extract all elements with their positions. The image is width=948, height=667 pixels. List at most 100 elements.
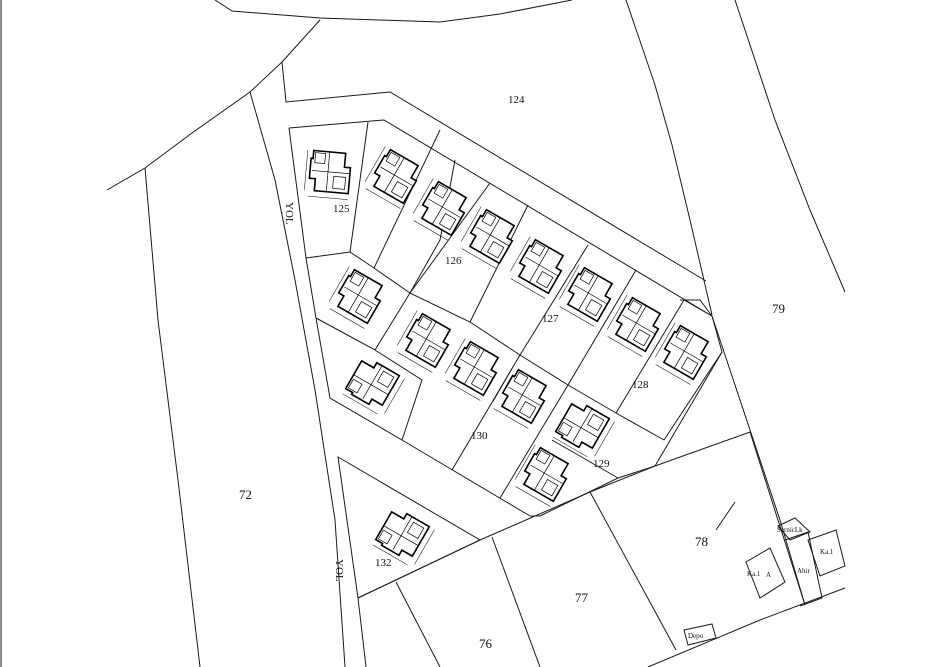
parcel-label-127: 127: [542, 313, 559, 325]
building-detail: [622, 314, 656, 335]
building-footprint: [654, 322, 710, 385]
building-detail: [390, 180, 409, 199]
southern-boundary: [357, 431, 806, 606]
building-footprint: [460, 206, 516, 269]
building-detail: [329, 308, 365, 329]
block-east-boundary: [530, 315, 723, 517]
building-detail: [515, 486, 551, 507]
building-detail: [554, 402, 611, 450]
building-detail: [328, 266, 350, 302]
building-detail: [476, 226, 510, 247]
parcel-label-78: 78: [695, 534, 708, 549]
building-detail: [510, 278, 546, 299]
building-footprint: [514, 444, 570, 507]
building-detail: [535, 270, 554, 289]
building-footprint: [412, 178, 468, 241]
building-detail: [397, 352, 433, 373]
building-detail: [572, 408, 593, 442]
building-detail: [344, 286, 378, 307]
ka1-right-label: Ka.1: [820, 548, 834, 556]
building-footprint: [328, 266, 384, 329]
parcel-79-east-boundary: [734, 0, 846, 293]
plot-line: [615, 299, 685, 414]
building-detail: [508, 386, 542, 407]
building-detail: [566, 266, 614, 323]
parcel-label-126: 126: [445, 255, 462, 267]
building-detail: [314, 152, 326, 164]
road-label-upper: YOL: [283, 202, 295, 225]
building-detail: [312, 170, 350, 175]
building-footprint: [304, 149, 352, 200]
building-footprint: [444, 338, 500, 401]
ka1-left-structure: [745, 547, 786, 599]
building-detail: [513, 371, 529, 387]
building-footprints: [304, 146, 710, 566]
plot-line: [567, 269, 637, 386]
building-detail: [530, 464, 564, 485]
parcel-label-130: 130: [471, 430, 488, 442]
building-detail: [380, 166, 414, 187]
building-detail: [374, 510, 431, 558]
building-footprint: [342, 359, 405, 415]
parcel-78-east-boundary: [711, 315, 806, 606]
parcel-124-boundary: [281, 61, 707, 282]
building-detail: [342, 393, 378, 415]
building-detail: [344, 359, 401, 407]
parcel-77-boundary: [491, 536, 541, 667]
building-detail: [354, 300, 373, 319]
building-detail: [385, 151, 401, 167]
building-detail: [392, 516, 413, 550]
building-detail: [500, 368, 548, 425]
building-detail: [433, 183, 449, 199]
building-detail: [535, 449, 551, 465]
building-detail: [414, 529, 435, 565]
sarniclk-label: SarnicLk: [777, 526, 803, 534]
plot-line: [551, 439, 619, 479]
parcel-77-east-boundary: [589, 491, 677, 651]
building-footprint: [372, 510, 435, 566]
building-detail: [655, 364, 691, 385]
building-detail: [438, 212, 457, 231]
plot-line: [315, 292, 665, 441]
building-detail: [465, 343, 481, 359]
ka1-left-letter: A: [766, 571, 771, 579]
building-detail: [481, 211, 497, 227]
building-footprint: [606, 294, 662, 357]
building-detail: [662, 324, 710, 381]
sarniclk-structure: [777, 517, 811, 541]
parcel-label-132: 132: [375, 557, 392, 569]
building-detail: [509, 236, 531, 272]
building-detail: [377, 529, 393, 545]
parcel-label-72: 72: [239, 487, 252, 502]
building-detail: [675, 327, 691, 343]
building-footprint: [552, 402, 615, 458]
building-detail: [384, 378, 405, 414]
building-footprint: [492, 366, 548, 429]
building-detail: [422, 344, 441, 363]
building-detail: [586, 413, 605, 432]
plot-line: [519, 244, 589, 356]
building-detail: [376, 370, 395, 389]
ka1-right-structure: [807, 529, 846, 577]
parcel-label-128: 128: [632, 379, 649, 391]
building-detail: [627, 299, 643, 315]
building-detail: [468, 208, 516, 265]
building-detail: [428, 198, 462, 219]
building-detail: [372, 148, 420, 205]
plot-line: [409, 182, 491, 294]
building-detail: [654, 322, 676, 358]
building-detail: [525, 256, 559, 277]
parcel-label-76: 76: [479, 636, 493, 651]
building-detail: [514, 444, 536, 480]
building-detail: [304, 149, 309, 190]
building-footprint: [509, 236, 565, 299]
building-detail: [417, 315, 433, 331]
building-detail: [670, 342, 704, 363]
building-detail: [444, 338, 466, 374]
plot-line: [373, 129, 441, 269]
parcel-label-79: 79: [772, 301, 785, 316]
parcel-76-west-boundary: [357, 597, 367, 667]
building-footprint: [396, 310, 452, 373]
building-detail: [460, 206, 482, 242]
ahir-label: Ahir: [797, 567, 811, 575]
